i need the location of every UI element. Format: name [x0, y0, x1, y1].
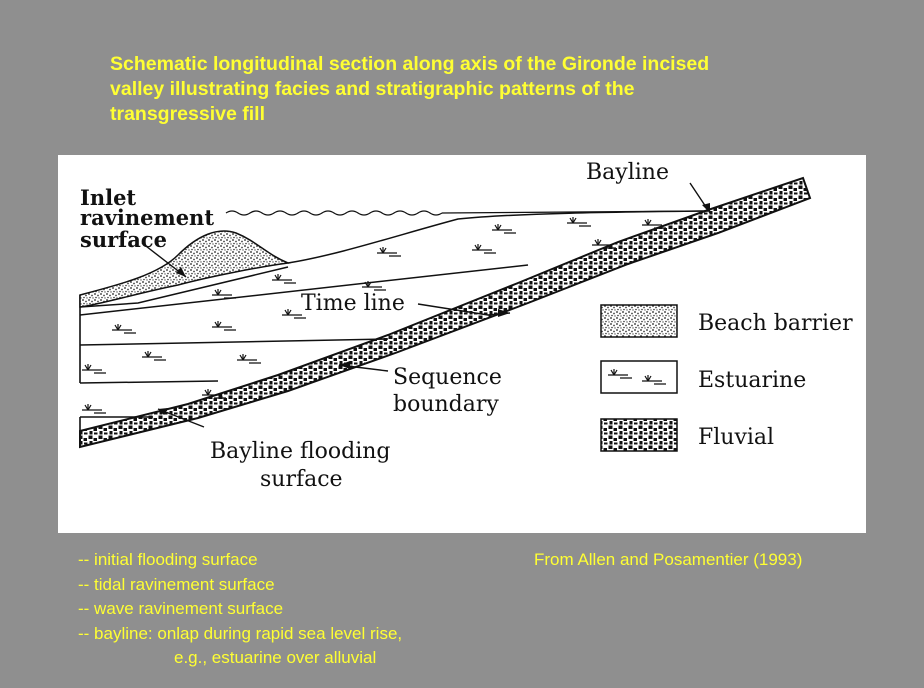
title-line-2: valley illustrating facies and stratigra… [110, 78, 635, 100]
label-bayline: Bayline [586, 160, 669, 185]
note-item: -- bayline: onlap during rapid sea level… [78, 623, 403, 643]
legend-label-estuarine: Estuarine [698, 368, 806, 393]
legend: Beach barrier Estuarine Fluvial [600, 304, 853, 452]
bay-surface [441, 210, 709, 214]
label-bayline-flooding: Bayline flooding [210, 439, 391, 464]
cross-section-diagram: Inlet ravinement surface Bayline Time li… [79, 160, 853, 492]
note-item: -- tidal ravinement surface [78, 574, 275, 594]
title-line-1: Schematic longitudinal section along axi… [110, 53, 710, 75]
legend-label-beach-barrier: Beach barrier [698, 311, 853, 336]
label-inlet: Inlet [80, 185, 136, 210]
note-item: e.g., estuarine over alluvial [174, 648, 377, 667]
label-time-line: Time line [301, 291, 405, 316]
slide-title: Schematic longitudinal section along axi… [110, 52, 870, 127]
title-line-3: transgressive fill [110, 103, 265, 125]
label-flooding-surface: surface [260, 467, 343, 492]
water-surface [225, 210, 443, 216]
label-ravinement: ravinement [80, 205, 214, 230]
arrow-heads [158, 203, 710, 415]
legend-swatch-beach-barrier [600, 304, 678, 338]
legend-swatch-estuarine [600, 360, 678, 394]
label-surface: surface [80, 227, 167, 252]
fluvial-unit [79, 176, 812, 449]
legend-swatch-fluvial [600, 418, 678, 452]
legend-label-fluvial: Fluvial [698, 425, 774, 450]
note-item: -- initial flooding surface [78, 550, 258, 569]
cross-section-figure: Inlet ravinement surface Bayline Time li… [58, 155, 866, 533]
note-item: -- wave ravinement surface [78, 599, 284, 618]
surface-notes-list: -- initial flooding surface -- tidal rav… [78, 548, 402, 671]
beach-barrier-unit [79, 230, 291, 308]
source-credit: From Allen and Posamentier (1993) [534, 550, 803, 569]
label-sequence: Sequence [393, 365, 502, 390]
label-boundary: boundary [393, 392, 499, 417]
